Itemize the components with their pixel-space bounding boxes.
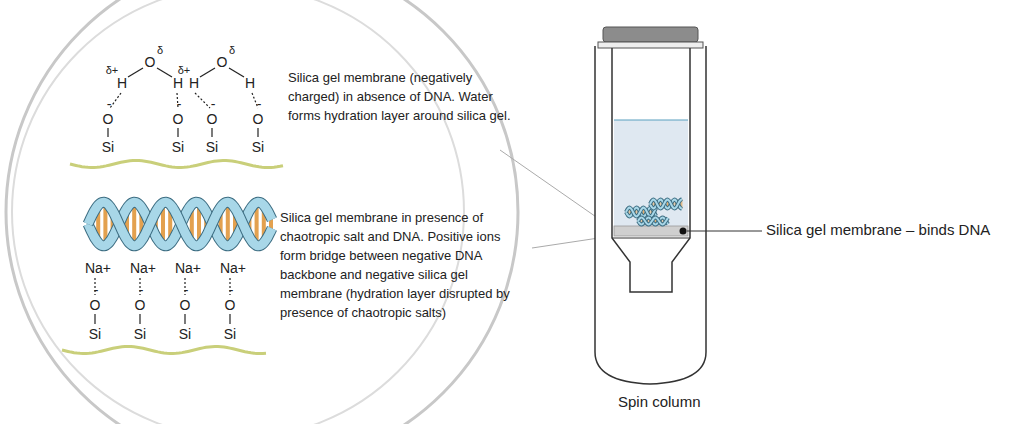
- callout-text: Silica gel membrane (negatively charged)…: [288, 68, 512, 125]
- atom-label: Si: [172, 140, 184, 154]
- bonds: [95, 68, 258, 324]
- atom-label: Si: [134, 327, 146, 341]
- partial-charge: δ: [229, 45, 235, 56]
- charge-sign: -: [94, 283, 99, 297]
- charge-sign: -: [177, 97, 182, 111]
- leader-line: [687, 231, 762, 232]
- atom-label: O: [253, 112, 264, 126]
- part-label: Silica gel membrane – binds DNA: [766, 220, 1006, 240]
- ion-label: Na+: [220, 261, 246, 275]
- atom-label: O: [135, 298, 146, 312]
- ion-label: Na+: [85, 261, 111, 275]
- charge-sign: -: [211, 97, 216, 111]
- atom-label: Si: [102, 140, 114, 154]
- atom-label: Si: [252, 140, 264, 154]
- atom-label: H: [117, 76, 127, 90]
- charge-sign: -: [229, 283, 234, 297]
- silica-surface: [70, 161, 283, 168]
- charge-sign: -: [184, 283, 189, 297]
- caption-label: Spin column: [618, 392, 758, 412]
- atom-label: O: [225, 298, 236, 312]
- partial-charge: δ+: [106, 65, 119, 76]
- partial-charge: δ: [157, 45, 163, 56]
- atom-label: Si: [206, 140, 218, 154]
- atom-label: Si: [179, 327, 191, 341]
- dna-helix: [88, 202, 272, 246]
- ion-label: Na+: [175, 261, 201, 275]
- atom-label: O: [103, 112, 114, 126]
- atom-label: H: [189, 76, 199, 90]
- atom-label: O: [145, 55, 156, 69]
- charge-sign: -: [139, 283, 144, 297]
- partial-charge: δ+: [178, 65, 191, 76]
- atom-label: O: [90, 298, 101, 312]
- atom-label: O: [180, 298, 191, 312]
- callout-text: Silica gel membrane in presence of chaot…: [280, 208, 524, 322]
- charge-sign: -: [257, 97, 262, 111]
- charge-sign: -: [107, 97, 112, 111]
- atom-label: O: [217, 55, 228, 69]
- atom-label: O: [207, 112, 218, 126]
- atom-label: O: [173, 112, 184, 126]
- atom-label: H: [173, 76, 183, 90]
- silica-surface: [62, 161, 283, 354]
- silica-surface: [62, 347, 266, 354]
- atom-label: Si: [224, 327, 236, 341]
- atom-label: Si: [89, 327, 101, 341]
- atom-label: H: [245, 76, 255, 90]
- ion-label: Na+: [130, 261, 156, 275]
- spin-column: [595, 27, 762, 384]
